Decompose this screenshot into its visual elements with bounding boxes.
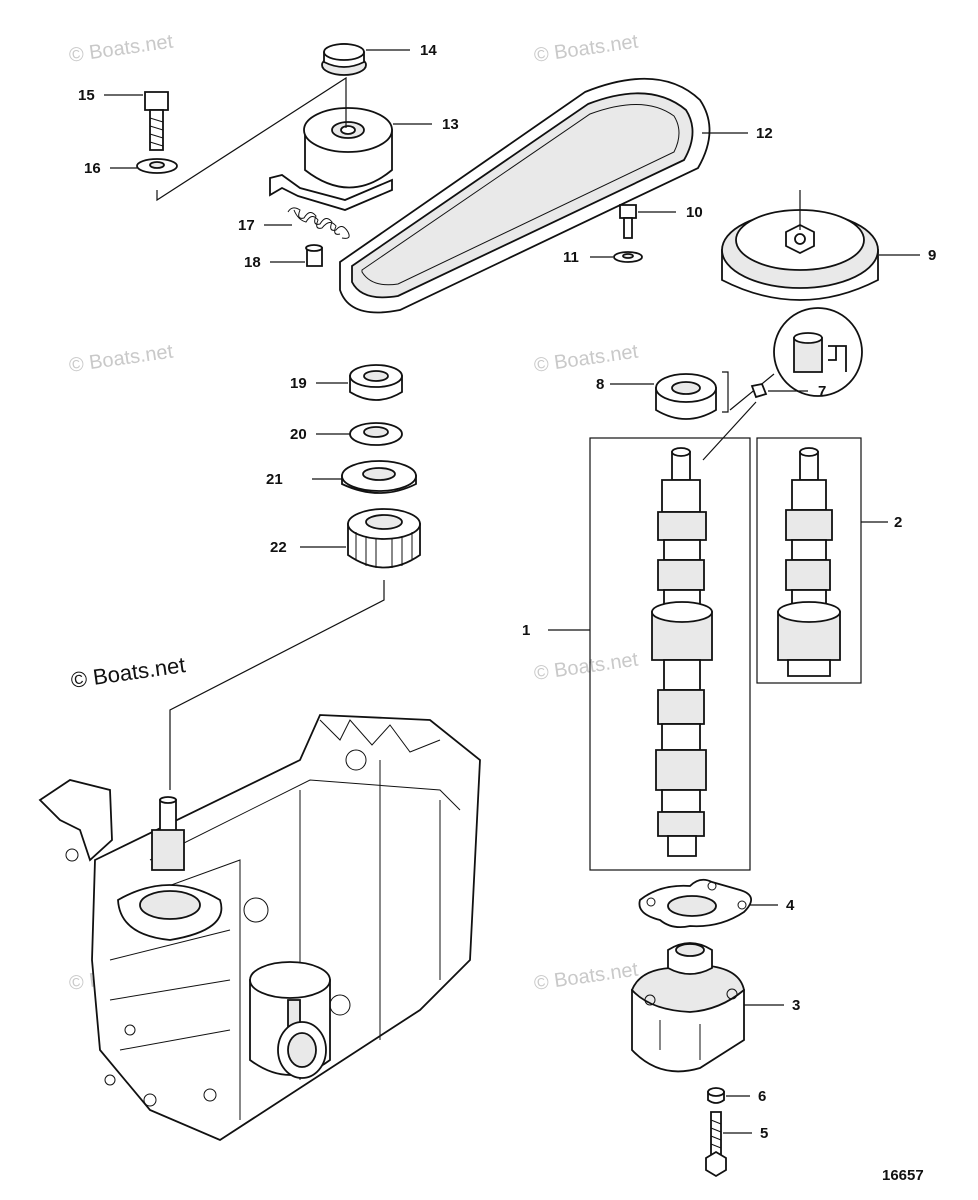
watermark: © Boats.net xyxy=(533,649,640,685)
part-2-group-box xyxy=(756,437,862,684)
part-9-camshaft-pulley xyxy=(721,190,879,301)
part-label-3: 3 xyxy=(792,997,800,1014)
part-1-group-box xyxy=(589,437,751,871)
part-5-bolt xyxy=(705,1111,727,1178)
detail-view-key xyxy=(773,307,863,397)
part-15-bolt xyxy=(144,91,169,151)
part-label-6: 6 xyxy=(758,1088,766,1105)
part-label-21: 21 xyxy=(266,471,283,488)
part-label-22: 22 xyxy=(270,539,287,556)
part-label-20: 20 xyxy=(290,426,307,443)
watermark: © Boats.net xyxy=(68,341,175,377)
part-11-washer xyxy=(613,251,643,263)
part-20-lockwasher xyxy=(349,422,403,446)
watermark: © Boats.net xyxy=(533,31,640,67)
part-label-15: 15 xyxy=(78,87,95,104)
part-6-washer xyxy=(707,1087,725,1104)
part-label-4: 4 xyxy=(786,897,795,914)
part-label-9: 9 xyxy=(928,247,936,264)
part-label-16: 16 xyxy=(84,160,101,177)
part-16-washer xyxy=(136,158,178,174)
part-14-cap xyxy=(321,43,367,76)
part-label-18: 18 xyxy=(244,254,261,271)
part-label-12: 12 xyxy=(756,125,773,142)
part-7-key xyxy=(750,382,768,399)
part-label-2: 2 xyxy=(894,514,902,531)
part-13-tensioner-pulley xyxy=(269,107,393,211)
part-17-spring xyxy=(287,207,350,239)
watermark: © Boats.net xyxy=(533,341,640,377)
part-18-pin xyxy=(305,244,323,267)
part-2-camshaft xyxy=(777,447,841,677)
part-label-10: 10 xyxy=(686,204,703,221)
part-label-7: 7 xyxy=(818,383,826,400)
part-label-8: 8 xyxy=(596,376,604,393)
part-8-seal xyxy=(655,373,717,420)
part-label-13: 13 xyxy=(442,116,459,133)
part-19-nut xyxy=(349,364,403,401)
part-21-washer xyxy=(341,460,417,494)
watermark: © Boats.net xyxy=(533,959,640,995)
part-label-5: 5 xyxy=(760,1125,768,1142)
part-label-1: 1 xyxy=(522,622,530,639)
part-12-timing-belt xyxy=(339,77,711,314)
diagram-code: 16657 xyxy=(882,1167,924,1184)
part-label-11: 11 xyxy=(563,249,579,266)
part-1-camshaft xyxy=(651,447,713,857)
copyright-watermark: © Boats.net xyxy=(69,652,187,693)
part-4-gasket xyxy=(638,878,752,929)
part-22-crank-pulley xyxy=(347,508,421,569)
part-3-oil-pump xyxy=(630,942,745,1073)
engine-block-assembly xyxy=(38,714,481,1142)
part-10-bolt xyxy=(619,204,637,239)
part-label-17: 17 xyxy=(238,217,255,234)
part-label-14: 14 xyxy=(420,42,437,59)
part-label-19: 19 xyxy=(290,375,307,392)
watermark: © Boats.net xyxy=(68,31,175,67)
